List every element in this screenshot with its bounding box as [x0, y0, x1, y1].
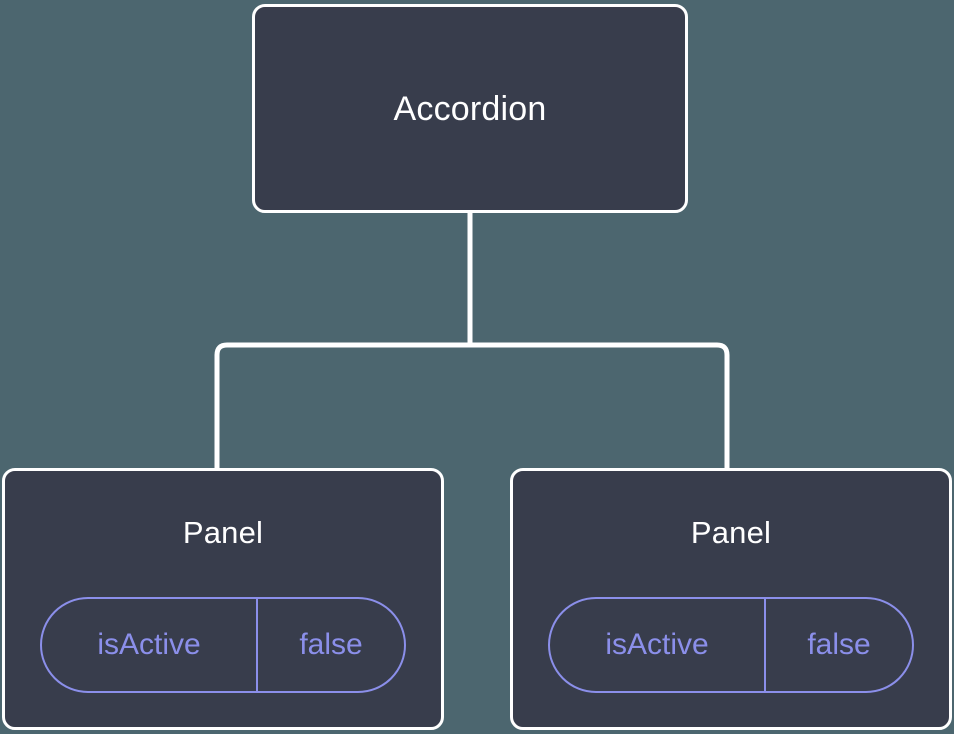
edge-branch-right [470, 342, 730, 470]
node-panel-right-label: Panel [690, 515, 772, 550]
node-accordion-label: Accordion [393, 89, 547, 128]
state-badge-left-key: isActive [42, 599, 258, 691]
node-panel-left[interactable]: Panel isActive false [2, 468, 444, 730]
edge-branch-left [214, 342, 470, 470]
state-badge-right-value: false [807, 628, 871, 661]
state-badge-right[interactable]: isActive false [548, 597, 914, 693]
node-panel-left-label: Panel [182, 515, 264, 550]
node-panel-right[interactable]: Panel isActive false [510, 468, 952, 730]
state-badge-right-key: isActive [550, 599, 766, 691]
state-badge-left-value: false [299, 628, 363, 661]
node-accordion[interactable]: Accordion [252, 4, 688, 213]
state-badge-left[interactable]: isActive false [40, 597, 406, 693]
